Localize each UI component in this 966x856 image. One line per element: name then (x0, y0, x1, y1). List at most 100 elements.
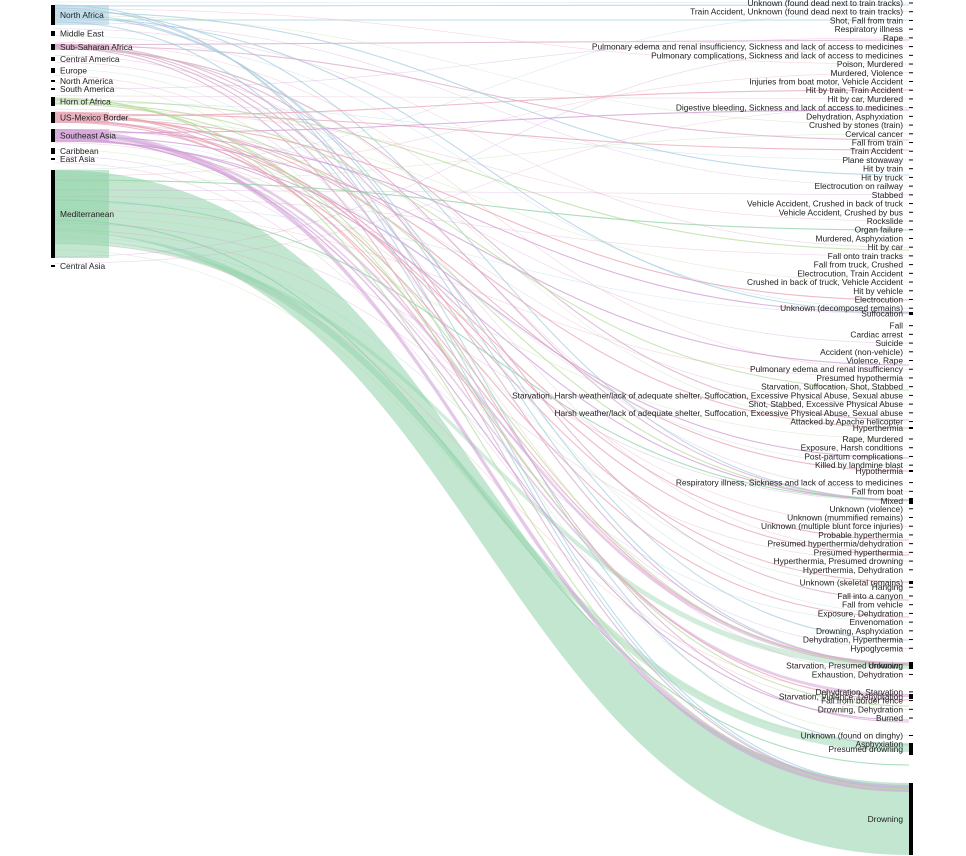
cause-node-asphyxiation[interactable] (909, 743, 913, 745)
cause-node-killed-by-landmine-blast[interactable] (909, 464, 913, 466)
cause-node-electrocution-on-railway[interactable] (909, 185, 913, 187)
region-node-central-america[interactable] (51, 57, 55, 61)
cause-node-fall-from-train[interactable] (909, 142, 913, 144)
cause-node-presumed-hypothermia[interactable] (909, 377, 913, 379)
cause-node-dehydration-hyperthermia[interactable] (909, 639, 913, 641)
cause-node-suffocation[interactable] (909, 312, 913, 315)
region-node-caribbean[interactable] (51, 148, 55, 154)
cause-node-injuries-from-boat-motor-vehicle-accident[interactable] (909, 80, 913, 82)
cause-node-unknown-mummified-remains[interactable] (909, 516, 913, 518)
cause-node-crushed-in-back-of-truck-vehicle-accident[interactable] (909, 281, 913, 283)
cause-node-shot-fall-from-train[interactable] (909, 19, 913, 21)
cause-node-fall-into-a-canyon[interactable] (909, 595, 913, 597)
region-node-south-america[interactable] (51, 88, 55, 90)
cause-node-hit-by-train-train-accident[interactable] (909, 89, 913, 91)
cause-node-electrocution[interactable] (909, 298, 913, 300)
region-node-europe[interactable] (51, 68, 55, 73)
cause-node-hanging[interactable] (909, 586, 913, 588)
region-node-central-asia[interactable] (51, 265, 55, 267)
cause-node-hit-by-car-murdered[interactable] (909, 98, 913, 100)
cause-node-presumed-hyperthermia[interactable] (909, 551, 913, 553)
cause-node-rockslide[interactable] (909, 220, 913, 222)
cause-node-pulmonary-edema-and-renal-insufficiency-sickness-and-lack-of-access-to-medicines[interactable] (909, 46, 913, 48)
cause-node-rape[interactable] (909, 37, 913, 39)
cause-node-starvation-harsh-weather-lack-of-adequate-shelter-suffocation-excessive-physical-abuse-sexual-abuse[interactable] (909, 394, 913, 396)
cause-node-pulmonary-complications-sickness-and-lack-of-access-to-medicines[interactable] (909, 54, 913, 56)
cause-node-hit-by-vehicle[interactable] (909, 290, 913, 292)
cause-node-drowning-asphyxiation[interactable] (909, 630, 913, 632)
cause-node-starvation-violence-dehydration[interactable] (909, 694, 913, 699)
cause-node-fall-from-boat[interactable] (909, 490, 913, 492)
cause-node-unknown-found-on-dinghy[interactable] (909, 734, 913, 736)
cause-node-hit-by-truck[interactable] (909, 176, 913, 178)
cause-node-dehydration-asphyxiation[interactable] (909, 115, 913, 117)
cause-node-harsh-weather-lack-of-adequate-shelter-suffocation-excessive-physical-abuse-sexual-abuse[interactable] (909, 412, 913, 414)
cause-node-dehydration-starvation[interactable] (909, 691, 913, 693)
cause-node-unknown-violence[interactable] (909, 508, 913, 510)
cause-node-fall-from-border-fence[interactable] (909, 700, 913, 702)
cause-node-fall-from-vehicle[interactable] (909, 604, 913, 606)
cause-node-suicide[interactable] (909, 342, 913, 344)
cause-node-murdered-violence[interactable] (909, 72, 913, 74)
cause-node-unknown-found-dead-next-to-train-tracks[interactable] (909, 2, 913, 4)
cause-node-hypoglycemia[interactable] (909, 647, 913, 649)
region-node-mediterranean[interactable] (51, 170, 55, 258)
cause-node-cervical-cancer[interactable] (909, 133, 913, 135)
cause-node-organ-failure[interactable] (909, 229, 913, 231)
cause-node-drowning[interactable] (909, 783, 913, 855)
region-node-east-asia[interactable] (51, 158, 55, 160)
region-node-north-africa[interactable] (51, 5, 55, 25)
cause-node-electrocution-train-accident[interactable] (909, 272, 913, 274)
cause-node-crushed-by-stones-train[interactable] (909, 124, 913, 126)
cause-node-hyperthermia-presumed-drowning[interactable] (909, 560, 913, 562)
cause-node-exposure-dehydration[interactable] (909, 612, 913, 614)
cause-node-unknown-skeletal-remains[interactable] (909, 581, 913, 584)
cause-node-fall-onto-train-tracks[interactable] (909, 255, 913, 257)
cause-node-digestive-bleeding-sickness-and-lack-of-access-to-medicines[interactable] (909, 107, 913, 109)
cause-node-vehicle-accident-crushed-by-bus[interactable] (909, 211, 913, 213)
cause-node-exposure-harsh-conditions[interactable] (909, 447, 913, 449)
cause-node-post-partum-complications[interactable] (909, 455, 913, 457)
cause-node-unknown-decomposed-remains[interactable] (909, 307, 913, 309)
cause-node-murdered-asphyxiation[interactable] (909, 237, 913, 239)
cause-node-rape-murdered[interactable] (909, 438, 913, 440)
cause-node-shot-stabbed-excessive-physical-abuse[interactable] (909, 403, 913, 405)
cause-node-vehicle-accident-crushed-in-back-of-truck[interactable] (909, 203, 913, 205)
cause-node-unknown-multiple-blunt-force-injuries[interactable] (909, 525, 913, 527)
cause-node-train-accident-unknown-found-dead-next-to-train-tracks[interactable] (909, 11, 913, 13)
cause-node-fall-from-truck-crushed[interactable] (909, 264, 913, 266)
cause-node-respiratory-illness-sickness-and-lack-of-access-to-medicines[interactable] (909, 482, 913, 484)
cause-node-hypothermia[interactable] (909, 470, 913, 472)
cause-node-exhaustion-dehydration[interactable] (909, 673, 913, 675)
cause-node-cardiac-arrest[interactable] (909, 333, 913, 335)
cause-node-respiratory-illness[interactable] (909, 28, 913, 30)
region-node-north-america[interactable] (51, 80, 55, 82)
cause-node-presumed-hyperthermia-dehydration[interactable] (909, 543, 913, 545)
cause-node-poison-murdered[interactable] (909, 63, 913, 65)
cause-node-pulmonary-edema-and-renal-insufficiency[interactable] (909, 368, 913, 370)
cause-node-starvation-suffocation-shot-stabbed[interactable] (909, 386, 913, 388)
cause-node-presumed-drowning[interactable] (909, 743, 913, 755)
cause-node-train-accident[interactable] (909, 150, 913, 152)
cause-node-probable-hyperthermia[interactable] (909, 534, 913, 536)
cause-node-burned[interactable] (909, 717, 913, 719)
region-node-southeast-asia[interactable] (51, 129, 55, 142)
region-node-us-mexico-border[interactable] (51, 112, 55, 123)
cause-node-hit-by-car[interactable] (909, 246, 913, 248)
cause-node-attacked-by-apache-helicopter[interactable] (909, 421, 913, 423)
region-node-sub-saharan-africa[interactable] (51, 44, 55, 50)
region-node-middle-east[interactable] (51, 31, 55, 36)
cause-node-plane-stowaway[interactable] (909, 159, 913, 161)
cause-node-hyperthermia[interactable] (909, 427, 913, 429)
cause-node-starvation-presumed-drowning[interactable] (909, 665, 913, 667)
region-node-horn-of-africa[interactable] (51, 97, 55, 106)
cause-node-accident-non-vehicle[interactable] (909, 351, 913, 353)
cause-node-envenomation[interactable] (909, 621, 913, 623)
cause-node-stabbed[interactable] (909, 194, 913, 196)
cause-node-hit-by-train[interactable] (909, 168, 913, 170)
cause-node-mixed[interactable] (909, 498, 913, 504)
cause-node-violence-rape[interactable] (909, 360, 913, 362)
cause-node-fall[interactable] (909, 325, 913, 327)
cause-node-drowning-dehydration[interactable] (909, 708, 913, 710)
cause-node-hyperthermia-dehydration[interactable] (909, 569, 913, 571)
